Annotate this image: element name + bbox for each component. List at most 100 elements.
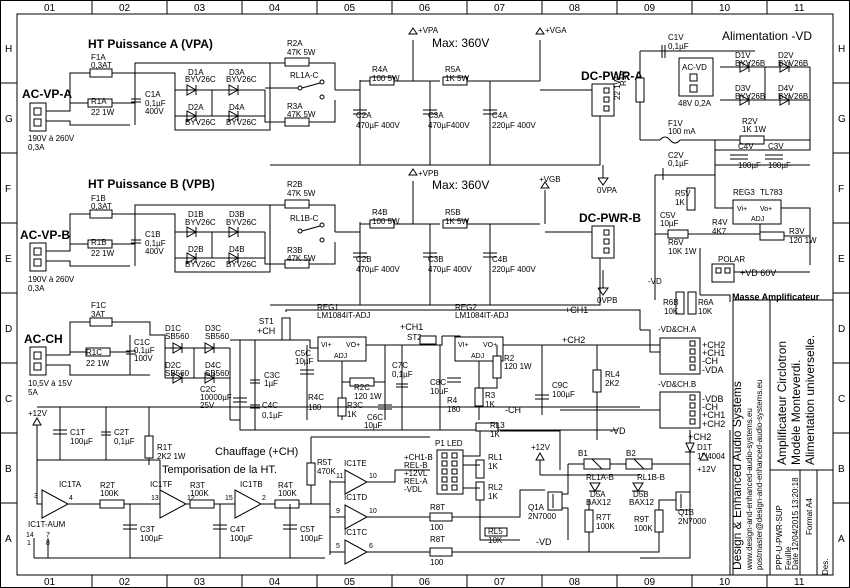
label: C7C xyxy=(392,361,408,370)
net-label-vgb: +VGB xyxy=(539,175,561,184)
col-label: 08 xyxy=(569,3,581,14)
label: 100µF xyxy=(300,534,323,543)
label: RL4 xyxy=(605,370,620,379)
diode-bridge-vd xyxy=(720,61,811,132)
col-label: 02 xyxy=(119,577,131,588)
label: REG1 xyxy=(317,303,339,312)
connector-label-dcb: DC-PWR-B xyxy=(579,211,641,225)
label: 120 1W xyxy=(354,392,382,401)
net-arrow-vgb xyxy=(540,181,550,189)
pin: 10 xyxy=(369,508,377,515)
label: C8C xyxy=(430,378,446,387)
label: C4V xyxy=(738,142,754,151)
acvd-spec: 48V 0,2A xyxy=(678,99,712,108)
label: REG2 xyxy=(455,303,477,312)
resistor-r3 xyxy=(474,387,484,407)
label: Vi+ xyxy=(737,206,747,213)
diode-bridge-ch xyxy=(164,335,230,384)
label: 120 1W xyxy=(789,236,817,245)
label: Q1A xyxy=(528,503,545,512)
row-label: E xyxy=(838,254,845,265)
label: 1K 1W xyxy=(742,125,766,134)
label: VO+ xyxy=(346,342,360,349)
label: 25V xyxy=(200,401,215,410)
label: BAX12 xyxy=(629,498,654,507)
label: 1K xyxy=(347,410,357,419)
acvpa-spec: 190V à 260V xyxy=(28,134,75,143)
masse-label: Masse Amplificateur xyxy=(732,292,820,302)
net-label-vd60: +VD 60V xyxy=(740,268,776,278)
label: C9C xyxy=(552,381,568,390)
label: 10K xyxy=(698,307,713,316)
label: 1µF xyxy=(264,379,278,388)
label: BYV26C xyxy=(226,75,257,84)
label: C3T xyxy=(140,525,155,534)
label: 100µF xyxy=(70,437,93,446)
label: 0,1µF xyxy=(145,99,166,108)
connector-dca xyxy=(591,83,615,117)
label: 0,3AT xyxy=(91,202,112,211)
net-label-ch1: +CH1 xyxy=(400,322,423,332)
label: 1N4004 xyxy=(697,452,726,461)
section-vpb: HT Puissance B (VPB) Max: 360V AC-VP-B 1… xyxy=(20,168,641,306)
label-ic1tf: IC1TF xyxy=(150,480,172,489)
net-arrow-12v xyxy=(32,416,42,426)
strap-st1 xyxy=(281,317,291,341)
row-label: B xyxy=(838,464,845,475)
label: R2B xyxy=(287,180,303,189)
label: 3AT xyxy=(91,310,105,319)
col-label: 06 xyxy=(419,3,431,14)
net-label-12v: +12V xyxy=(28,409,48,418)
fuse-f1b xyxy=(89,209,113,219)
label: R7T xyxy=(596,513,611,522)
net-arrow-12v-r xyxy=(535,451,545,461)
resistor-r2t xyxy=(99,499,125,509)
label: REG3 xyxy=(733,188,755,197)
label: 100K xyxy=(100,489,119,498)
label: 120 1W xyxy=(504,362,532,371)
label: D1C xyxy=(165,324,181,333)
label: 2N7000 xyxy=(678,517,707,526)
label-st2: ST2 xyxy=(407,333,422,342)
pin-label: -VDA xyxy=(702,365,724,375)
label: 1K xyxy=(485,400,495,409)
label: 100 5W xyxy=(372,74,400,83)
label: C2C xyxy=(200,385,216,394)
max-voltage-b: Max: 360V xyxy=(432,178,489,192)
label: R1V xyxy=(619,70,628,86)
opamp-ic1tb xyxy=(234,489,263,519)
buffer-ic1tc xyxy=(344,539,369,565)
label: D3A xyxy=(229,68,245,77)
label: ADJ xyxy=(334,353,347,360)
label: R2T xyxy=(100,481,115,490)
label: C4C xyxy=(262,401,278,410)
label: D2B xyxy=(188,245,204,254)
label: R2C xyxy=(354,383,370,392)
label: 100K xyxy=(634,524,653,533)
label: R2 xyxy=(504,354,515,363)
acvpa-spec: 0,3A xyxy=(28,143,45,152)
label-ic1tb: IC1TB xyxy=(240,480,263,489)
label: 0,1µF xyxy=(668,42,689,51)
col-label: 08 xyxy=(569,577,581,588)
label: 100K xyxy=(190,489,209,498)
connector-dcb xyxy=(591,225,615,259)
label: BYV26B xyxy=(778,59,808,68)
section-tempo: Chauffage (+CH) Temporisation de la HT. … xyxy=(26,406,726,567)
buffer-ic1td xyxy=(344,504,369,530)
resistor-r3a xyxy=(284,117,310,127)
pin: 9 xyxy=(336,508,340,515)
label: BYV26C xyxy=(185,260,216,269)
label: 100 xyxy=(430,523,444,532)
label-ic1td: IC1TD xyxy=(344,493,367,502)
label: 470µF 400V xyxy=(356,121,400,130)
diode-d1t xyxy=(685,442,695,454)
net-label-ch2: +CH2 xyxy=(562,335,585,345)
col-label: 11 xyxy=(794,3,805,14)
label: SB560 xyxy=(165,332,190,341)
label: R5A xyxy=(445,65,461,74)
pin-label: -VDB xyxy=(702,394,724,404)
net-arrow-12v-right xyxy=(699,451,709,461)
label: 10µF xyxy=(430,387,449,396)
label: C5V xyxy=(660,211,676,220)
